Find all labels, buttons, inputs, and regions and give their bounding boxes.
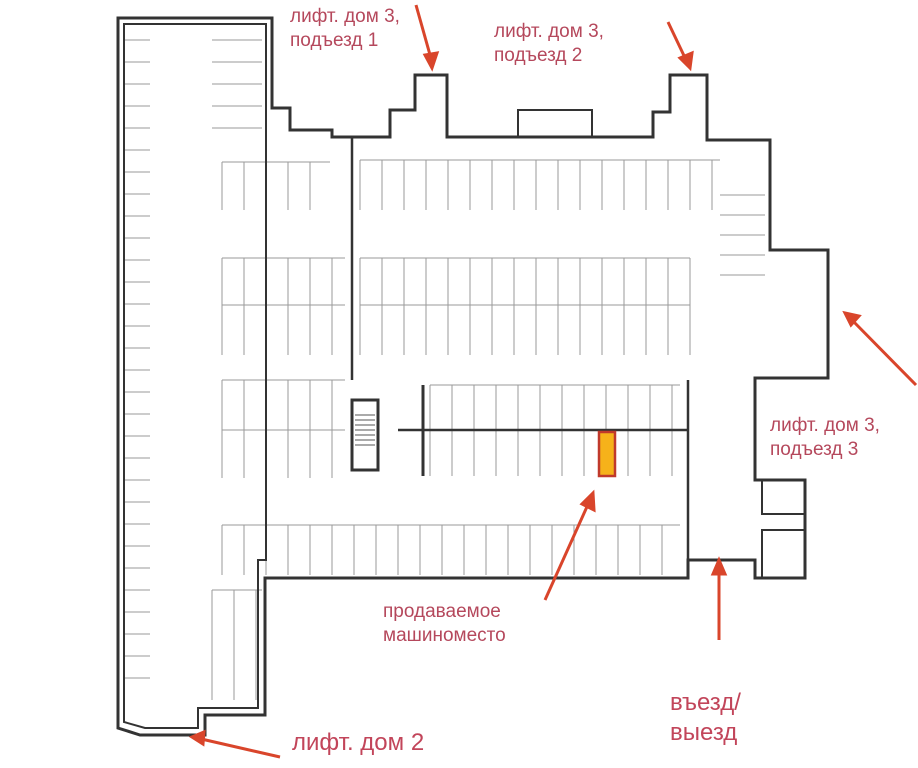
- arrow-lift-entrance3: [848, 316, 918, 387]
- label-lift-house3-entrance1: лифт. дом 3, подъезд 1: [290, 6, 400, 51]
- inner-wall: [123, 23, 267, 729]
- arrows: [188, 4, 918, 759]
- label-lift-house3-entrance3: лифт. дом 3, подъезд 3: [770, 415, 880, 460]
- stairs-icon: [355, 414, 375, 446]
- label-parking-for-sale: продаваемое машиноместо: [383, 601, 506, 646]
- parking-space-for-sale[interactable]: [597, 430, 617, 478]
- label-lift-house2: лифт. дом 2: [292, 729, 425, 756]
- label-entry-exit: въезд/ выезд: [670, 689, 741, 746]
- lift-shaft-block: [517, 109, 593, 138]
- storage-room: [761, 529, 806, 579]
- storage-room: [761, 479, 806, 515]
- arrow-lift-house2: [196, 736, 281, 759]
- label-lift-house3-entrance2: лифт. дом 3, подъезд 2: [494, 21, 604, 66]
- arrow-parking-for-sale: [543, 499, 592, 601]
- arrow-lift-entrance1: [414, 4, 434, 63]
